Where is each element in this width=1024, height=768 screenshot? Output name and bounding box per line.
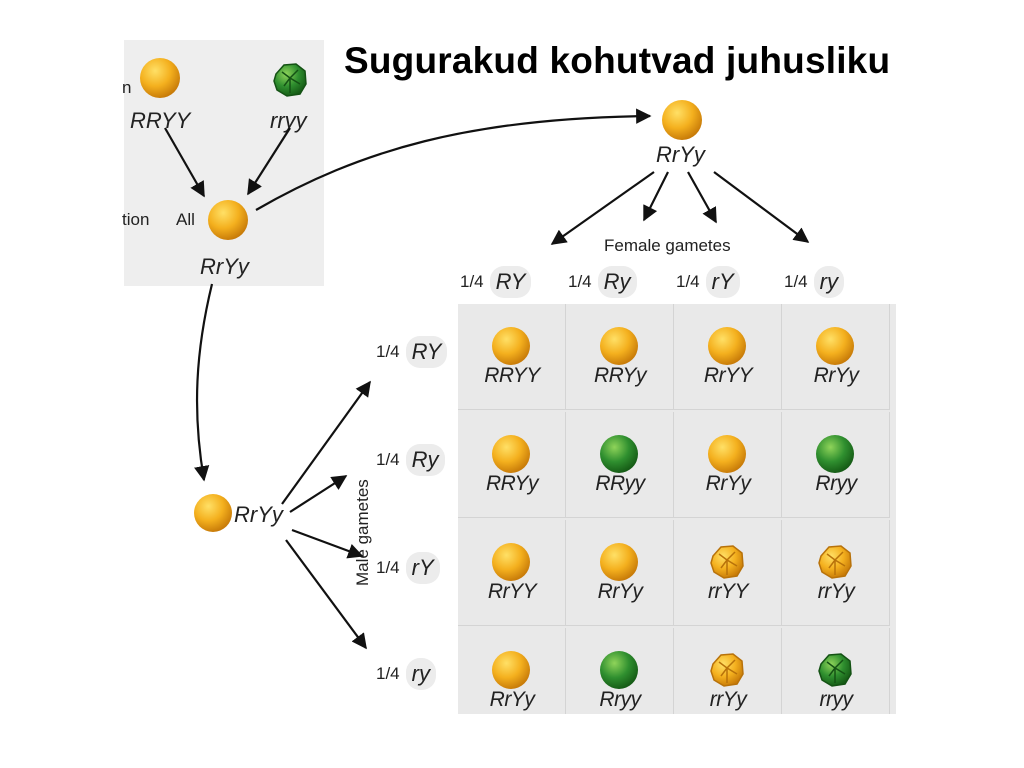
female-gamete-allele: ry	[813, 266, 844, 298]
p2-green-wrinkled-pea-icon	[273, 63, 307, 97]
punnett-cell: RRyy	[566, 412, 674, 518]
male-parent-genotype: RrYy	[234, 502, 283, 527]
punnett-cell: rryy	[782, 628, 890, 714]
punnett-cell: RRYY	[458, 304, 566, 410]
punnett-cell: RrYy	[566, 520, 674, 626]
punnett-genotype: rrYy	[817, 580, 855, 603]
green-round-pea-icon	[600, 651, 638, 689]
punnett-genotype: RRYY	[484, 364, 540, 387]
yellow-round-pea-icon	[816, 327, 854, 365]
f1-yellow-round-pea-icon	[208, 200, 248, 240]
male-to-gamete-arrow	[289, 475, 348, 513]
yellow-wrinkled-pea-icon	[710, 653, 744, 687]
male-to-gamete-arrow	[285, 539, 367, 650]
punnett-genotype: RrYy	[705, 472, 751, 495]
p1-to-f1-arrow	[164, 127, 205, 198]
male-gamete-allele: rY	[405, 552, 440, 584]
punnett-cell: Rryy	[782, 412, 890, 518]
f1-all-label: All	[176, 210, 195, 229]
yellow-round-pea-icon	[492, 651, 530, 689]
punnett-cell: RrYY	[674, 304, 782, 410]
female-to-gamete-arrow	[550, 171, 655, 245]
female-gamete-allele: rY	[705, 266, 740, 298]
male-gamete-allele: RY	[405, 336, 448, 368]
parental-label-fragment: n	[122, 78, 132, 97]
green-wrinkled-pea-icon	[818, 653, 852, 687]
green-round-pea-icon	[600, 435, 638, 473]
yellow-round-pea-icon	[708, 435, 746, 473]
yellow-wrinkled-pea-icon	[818, 545, 852, 579]
punnett-cell: RrYy	[674, 412, 782, 518]
yellow-round-pea-icon	[600, 543, 638, 581]
punnett-genotype: RrYy	[597, 580, 643, 603]
punnett-cell: RRYy	[566, 304, 674, 410]
punnett-cell: rrYy	[782, 520, 890, 626]
female-to-gamete-arrow	[643, 171, 669, 222]
punnett-genotype: RRYy	[593, 364, 647, 387]
male-gamete-allele: Ry	[405, 444, 445, 476]
female-gamete-allele: Ry	[597, 266, 637, 298]
punnett-genotype: RRyy	[595, 472, 645, 495]
punnett-genotype: Rryy	[815, 472, 857, 495]
yellow-round-pea-icon	[492, 435, 530, 473]
punnett-genotype: RrYY	[703, 364, 753, 387]
yellow-round-pea-icon	[708, 327, 746, 365]
punnett-cell: RrYY	[458, 520, 566, 626]
punnett-cell: rrYy	[674, 628, 782, 714]
punnett-cell: RrYy	[782, 304, 890, 410]
yellow-round-pea-icon	[600, 327, 638, 365]
punnett-cell: RrYy	[458, 628, 566, 714]
yellow-wrinkled-pea-icon	[710, 545, 744, 579]
punnett-cell: RRYy	[458, 412, 566, 518]
f1-to-female-parent-arrow	[255, 108, 652, 211]
p1-genotype: RRYY	[130, 108, 191, 133]
female-to-gamete-arrow	[713, 171, 810, 243]
male-to-gamete-arrow	[281, 380, 371, 505]
punnett-cell: rrYY	[674, 520, 782, 626]
yellow-round-pea-icon	[492, 327, 530, 365]
slide-title: Sugurakud kohutvad juhusliku	[344, 40, 891, 81]
punnett-genotype: RrYy	[489, 688, 535, 711]
f1-genotype: RrYy	[200, 254, 249, 279]
yellow-round-pea-icon	[492, 543, 530, 581]
male-gamete-allele: ry	[405, 658, 436, 690]
female-to-gamete-arrow	[687, 171, 717, 224]
f1-to-male-parent-arrow	[194, 283, 214, 482]
female-parent-pea-icon	[662, 100, 702, 140]
female-parent-genotype: RrYy	[656, 142, 705, 167]
punnett-cell: Rryy	[566, 628, 674, 714]
punnett-genotype: rrYY	[708, 580, 749, 603]
female-gametes-label: Female gametes	[604, 236, 731, 255]
f1-label-fragment: tion	[122, 210, 150, 229]
male-to-gamete-arrow	[291, 528, 364, 559]
punnett-genotype: Rryy	[599, 688, 641, 711]
p2-to-f1-arrow	[247, 127, 291, 196]
male-parent-pea-icon	[194, 494, 232, 532]
female-gamete-allele: RY	[489, 266, 532, 298]
punnett-genotype: RRYy	[485, 472, 539, 495]
green-round-pea-icon	[816, 435, 854, 473]
punnett-genotype: RrYY	[487, 580, 537, 603]
p1-yellow-round-pea-icon	[140, 58, 180, 98]
punnett-genotype: RrYy	[813, 364, 859, 387]
punnett-genotype: rryy	[819, 688, 854, 711]
punnett-genotype: rrYy	[709, 688, 747, 711]
